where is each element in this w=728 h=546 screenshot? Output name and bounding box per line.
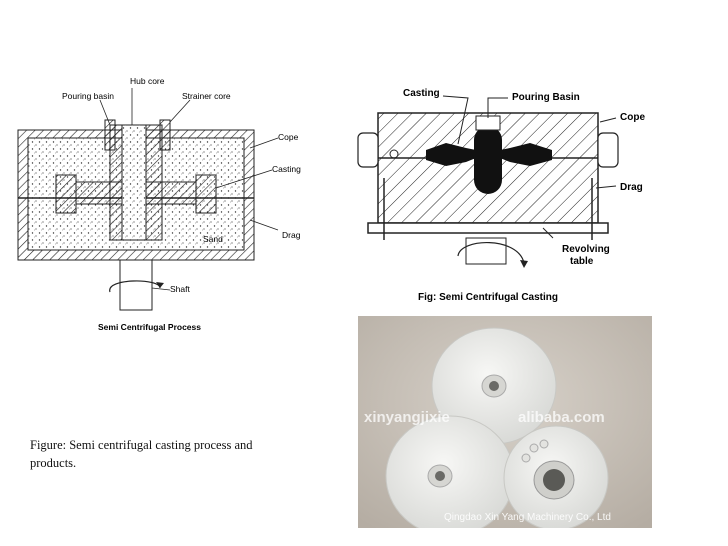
impeller-disc-3: [503, 425, 609, 528]
label-cope-right: Cope: [620, 112, 645, 123]
label-casting-right: Casting: [403, 88, 440, 99]
label-casting: Casting: [272, 164, 301, 174]
process-diagram-svg: Hub core Pouring basin Strainer core Cop…: [17, 76, 301, 332]
label-strainer-core: Strainer core: [182, 91, 231, 101]
label-sand: Sand: [203, 234, 223, 244]
semi-centrifugal-process-diagram: Hub core Pouring basin Strainer core Cop…: [10, 70, 330, 340]
label-drag-right: Drag: [620, 182, 643, 193]
label-pouring-basin-right: Pouring Basin: [512, 92, 580, 103]
diagram-title-right: Fig: Semi Centrifugal Casting: [418, 292, 558, 303]
label-pouring-basin: Pouring basin: [62, 91, 114, 101]
product-photo: xinyangjixie alibaba.com Qingdao Xin Yan…: [358, 316, 652, 528]
rotation-arrow-right: [457, 241, 525, 264]
label-revolving: Revolving: [562, 244, 610, 255]
watermark-text-2: alibaba.com: [518, 409, 605, 426]
shaft: [119, 259, 153, 311]
side-clamps: [357, 132, 619, 168]
photo-credit: Qingdao Xin Yang Machinery Co., Ltd: [444, 512, 611, 523]
casting-diagram-svg: Casting Pouring Basin Cope Drag Revolvin…: [357, 88, 645, 303]
watermark-text: xinyangjixie: [364, 409, 450, 426]
label-hub-core: Hub core: [130, 76, 165, 86]
product-photo-svg: xinyangjixie alibaba.com Qingdao Xin Yan…: [358, 316, 652, 528]
figure-caption: Figure: Semi centrifugal casting process…: [30, 438, 253, 470]
label-table: table: [570, 256, 594, 267]
casting-black-shape: [426, 126, 552, 194]
table-shaft: [465, 237, 507, 265]
label-shaft: Shaft: [170, 284, 190, 294]
label-drag: Drag: [282, 230, 301, 240]
diagram-title-left: Semi Centrifugal Process: [98, 322, 201, 332]
label-cope: Cope: [278, 132, 299, 142]
semi-centrifugal-casting-diagram: Casting Pouring Basin Cope Drag Revolvin…: [348, 78, 658, 308]
impeller-disc-1: [431, 327, 557, 445]
revolving-table: [367, 222, 609, 234]
